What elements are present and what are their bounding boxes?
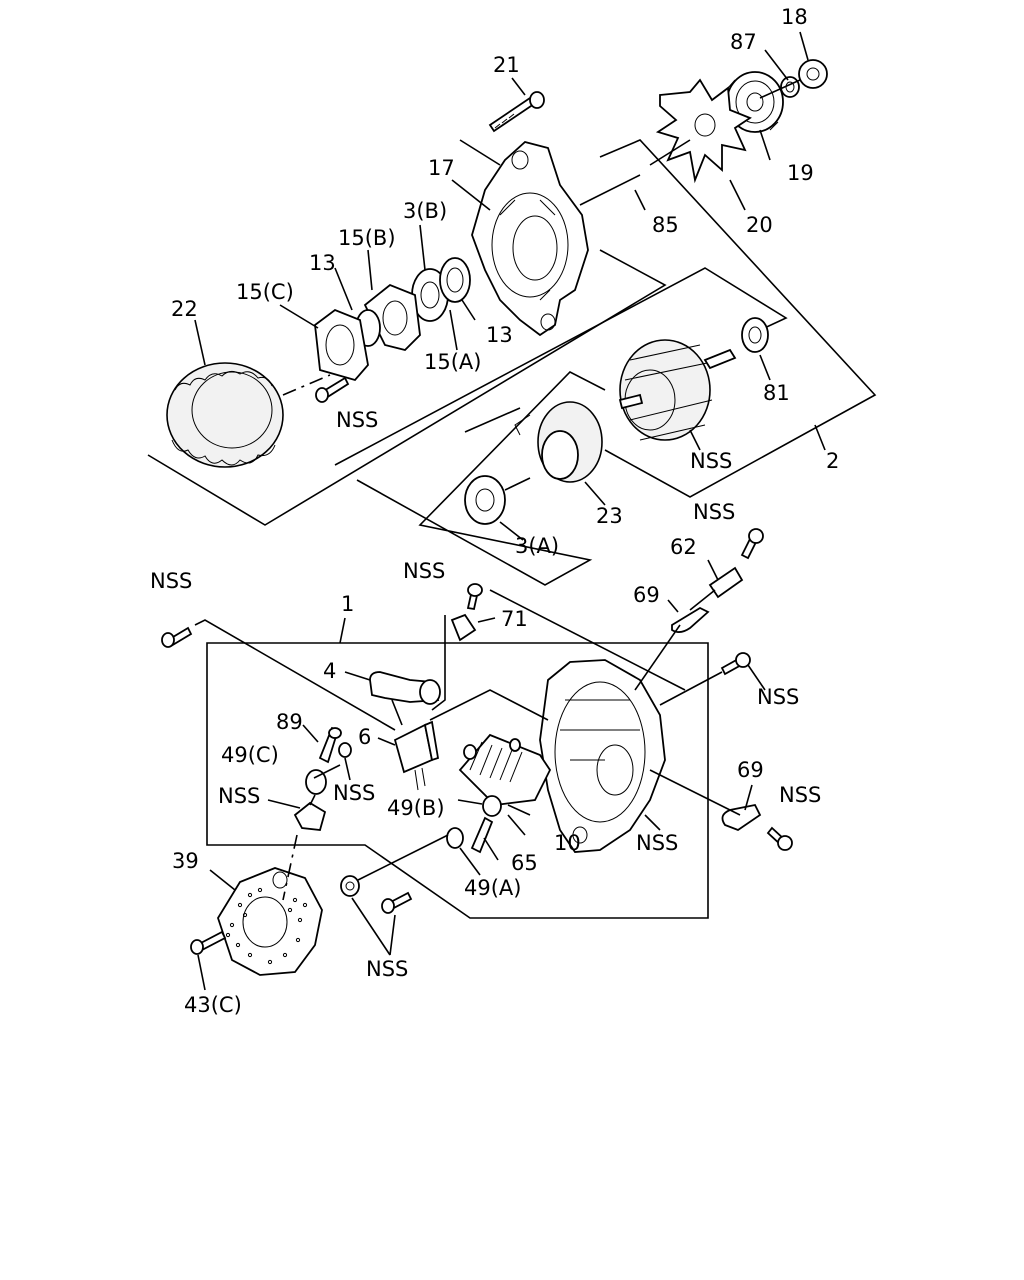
callout-nss-62: NSS [693,500,735,524]
screw-part [720,652,751,676]
callout-19: 19 [787,161,814,185]
callout-nss-screw-top: NSS [336,408,378,432]
clip-part [450,613,477,642]
bearing-group-bracket [356,371,606,586]
callout-49b: 49(B) [387,796,445,820]
insulator-washer-part [446,827,464,849]
connector-part [369,671,441,726]
fan-part [655,78,752,184]
bolt-leader-line [459,139,501,166]
callout-2: 2 [826,449,839,473]
callout-nss-71: NSS [403,559,445,583]
callout-nss-89: NSS [333,781,375,805]
slip-ring-part [514,401,603,483]
terminal-bolt-part [318,726,342,764]
callout-3b: 3(B) [403,199,447,223]
terminal-part [470,816,494,854]
callout-17: 17 [428,156,455,180]
insulator-cap-part [482,795,502,817]
rotor-group-bracket [334,267,788,466]
callout-18: 18 [781,5,808,29]
nut-part [338,742,352,758]
callout-6: 6 [358,725,371,749]
cable-clip-part [671,606,710,633]
through-bolt-part [488,91,545,133]
callout-43c: 43(C) [184,993,242,1017]
callout-nss-rotor: NSS [690,449,732,473]
callout-13-right: 13 [486,323,513,347]
screw-part [740,528,764,560]
callout-49c: 49(C) [221,743,279,767]
nut-part [340,875,360,897]
callout-10: 10 [554,831,581,855]
regulator-part [393,720,440,791]
cover-screw-part [190,930,227,955]
callout-15a: 15(A) [424,350,481,374]
callout-20: 20 [746,213,773,237]
callout-nss-bottom: NSS [366,957,408,981]
front-group-bracket [147,249,667,526]
callout-65: 65 [511,851,538,875]
screw-part [161,626,193,648]
callout-39: 39 [172,849,199,873]
terminal-cover-part [293,801,327,831]
callout-nss-right: NSS [757,685,799,709]
spacer-washer-part [439,257,471,303]
callout-1: 1 [341,592,354,616]
callout-81: 81 [763,381,790,405]
stator-part [166,362,284,468]
nut-part [798,59,828,89]
callout-71: 71 [501,607,528,631]
rear-spacer-part [741,317,769,353]
shaft-axis-line [579,79,801,206]
screw-part [766,826,793,851]
callout-nss-69-lower: NSS [779,783,821,807]
insulator-cap-part [305,769,327,795]
front-housing-part [471,141,589,337]
rear-cover-part [217,867,323,976]
callout-69-upper: 69 [633,583,660,607]
screw-part [381,891,413,914]
rectifier-part [458,733,552,806]
callout-85: 85 [652,213,679,237]
stator-axis-line [282,374,331,396]
leader-lines [194,31,826,991]
rear-housing-part [539,659,666,853]
callout-15c: 15(C) [236,280,294,304]
rear-group-bracket [206,642,709,919]
callout-15b: 15(B) [338,226,396,250]
screw-part [466,583,483,611]
callout-49a: 49(A) [464,876,521,900]
callout-22: 22 [171,297,198,321]
callout-21: 21 [493,53,520,77]
callout-nss-frame: NSS [636,831,678,855]
retainer-plate-part [363,283,421,351]
housing-group-bracket [599,139,877,498]
rotor-part [618,339,737,441]
callout-69-lower: 69 [737,758,764,782]
callout-23: 23 [596,504,623,528]
callout-62: 62 [670,535,697,559]
callout-87: 87 [730,30,757,54]
callout-3a: 3(A) [515,534,559,558]
callout-nss-top-left: NSS [150,569,192,593]
rear-bearing-part [464,475,506,525]
callout-4: 4 [323,659,336,683]
bracket-part [708,566,744,599]
callout-13-left: 13 [309,251,336,275]
retainer-screw-part [315,376,350,403]
callout-nss-left-mid: NSS [218,784,260,808]
bearing-retainer-part [314,308,369,382]
callout-89: 89 [276,710,303,734]
callout-labels: 18 87 21 19 17 85 20 3(B) 15(B) 13 15(C)… [150,5,839,1017]
